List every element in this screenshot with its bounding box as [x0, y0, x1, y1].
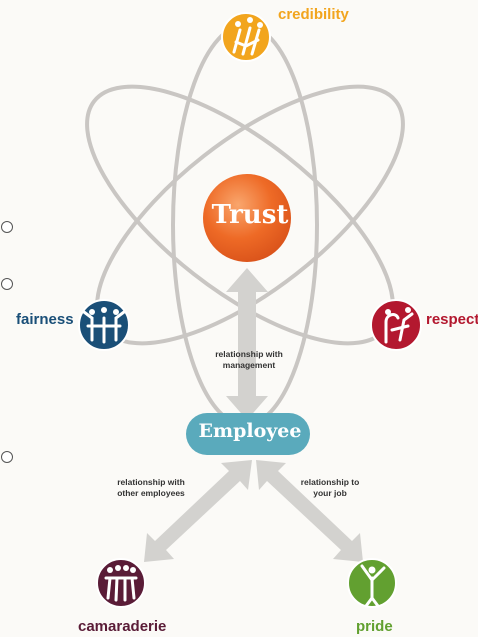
relationship-job-label: relationship to your job — [300, 477, 360, 498]
arrows — [144, 268, 363, 562]
arrow-other-employees — [144, 460, 252, 562]
employee-label: Employee — [198, 420, 302, 442]
people-climbing-icon — [221, 12, 271, 62]
arrow-job — [256, 460, 363, 562]
pride-label: pride — [356, 618, 393, 635]
employee-pill — [186, 413, 310, 455]
arrow-management — [226, 268, 268, 420]
people-balance-icon — [78, 299, 130, 351]
fairness-label: fairness — [16, 311, 74, 328]
people-greeting-icon — [370, 299, 422, 351]
person-celebrating-icon — [347, 558, 397, 608]
camaraderie-label: camaraderie — [78, 618, 167, 635]
relationship-management-label: relationship with management — [215, 349, 283, 370]
respect-label: respect — [426, 311, 478, 328]
binder-hole-top — [1, 221, 13, 233]
binder-hole-bottom — [1, 451, 13, 463]
binder-hole-middle — [1, 278, 13, 290]
group-people-icon — [96, 558, 146, 608]
trust-label: Trust — [211, 200, 289, 230]
trust-circle — [203, 174, 291, 262]
credibility-label: credibility — [278, 6, 349, 23]
relationship-other-employees-label: relationship with other employees — [117, 477, 185, 498]
